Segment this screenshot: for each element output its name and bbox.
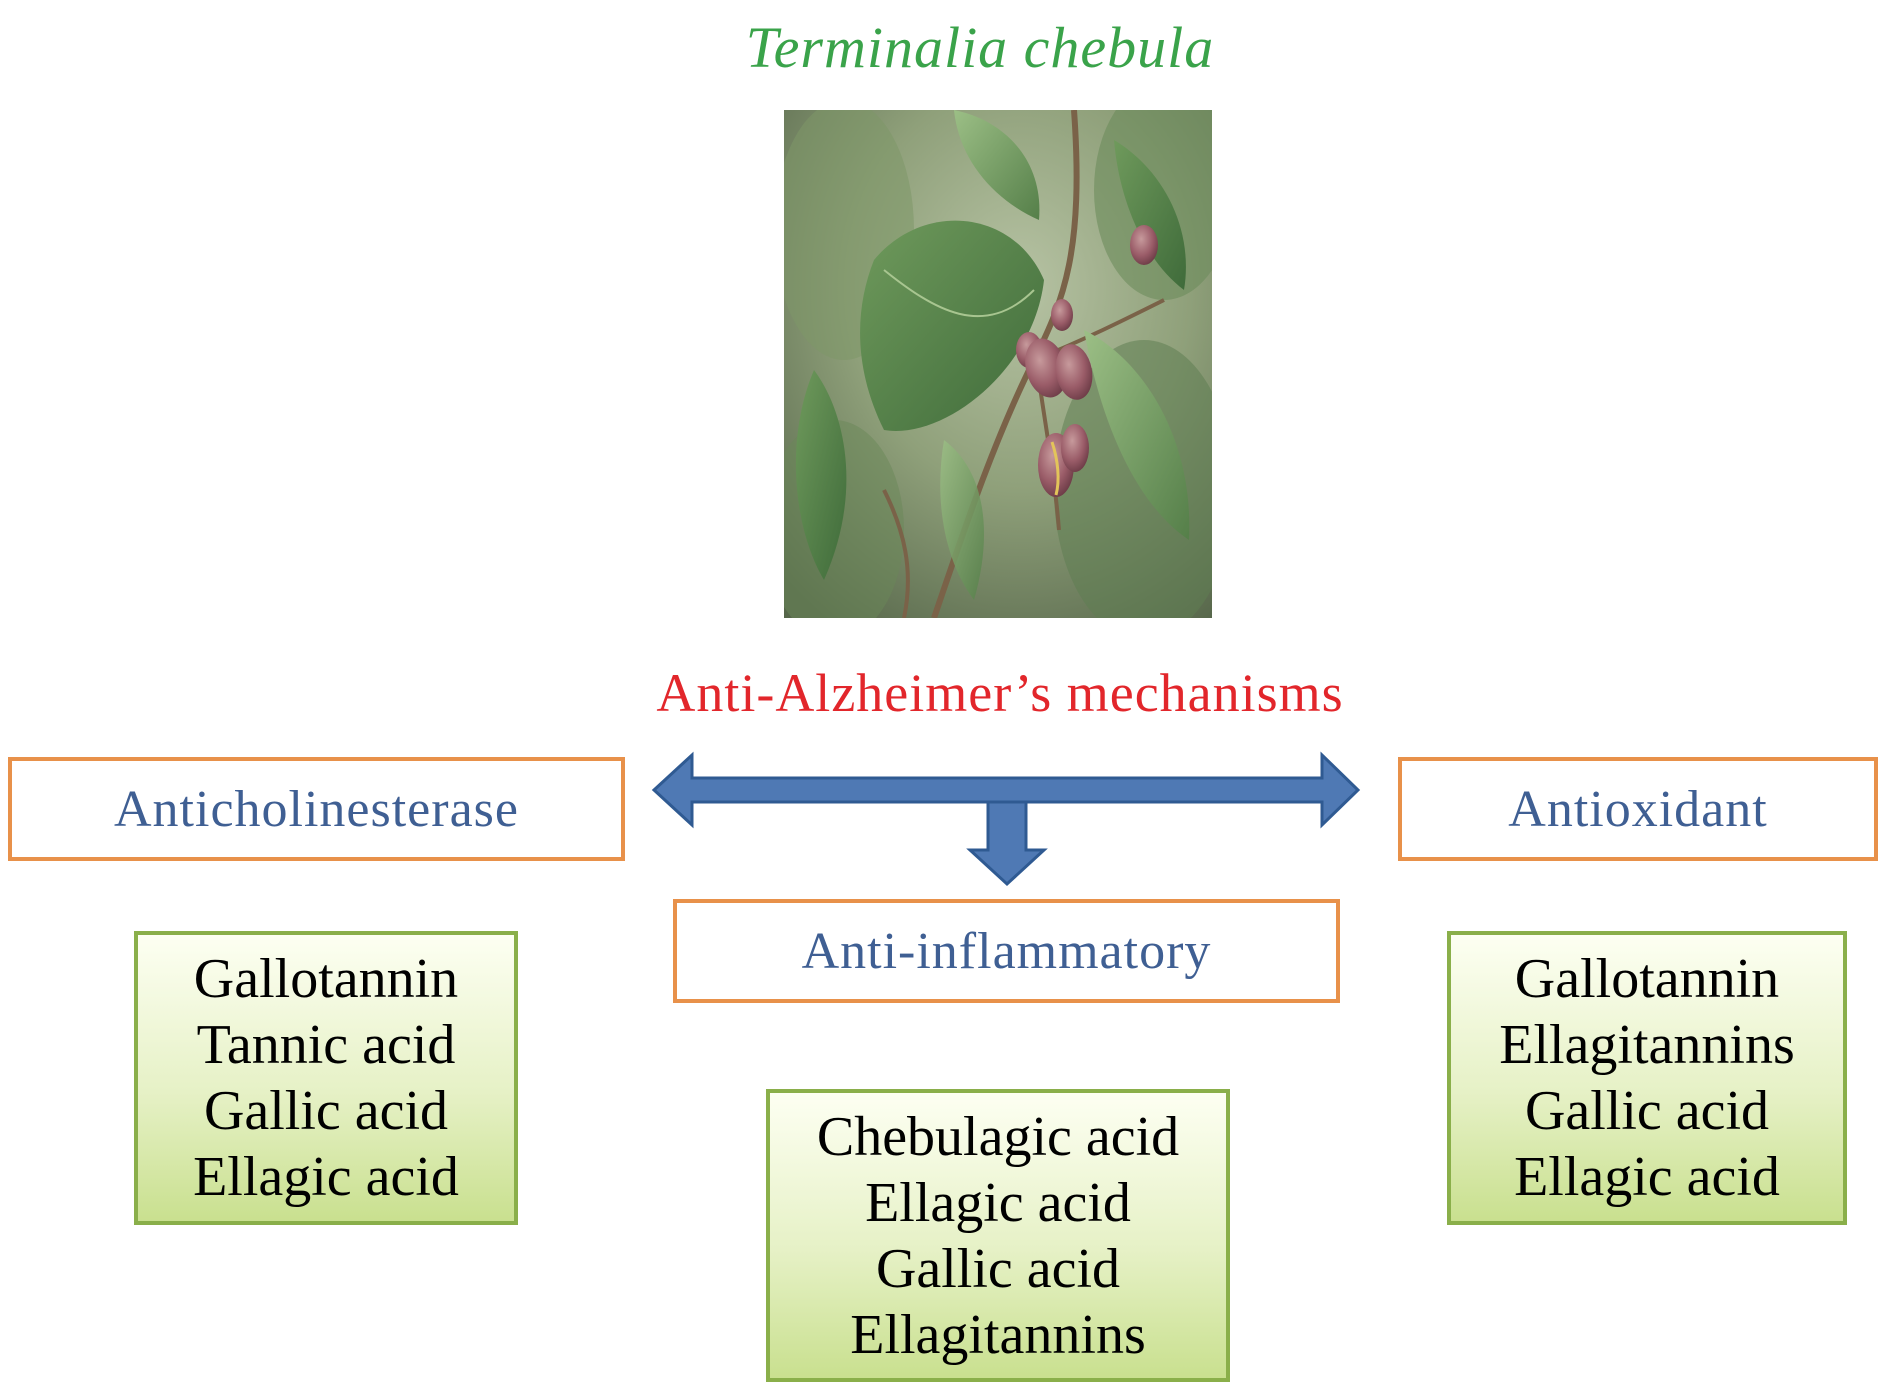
compound-item: Ellagitannins bbox=[850, 1303, 1146, 1366]
species-title: Terminalia chebula bbox=[745, 15, 1215, 80]
compound-item: Ellagic acid bbox=[865, 1171, 1131, 1234]
mechanism-label: Antioxidant bbox=[1508, 780, 1768, 838]
compound-item: Gallic acid bbox=[203, 1080, 449, 1142]
compound-item: Gallotannin bbox=[1514, 948, 1780, 1010]
mechanism-label: Anti-inflammatory bbox=[801, 922, 1212, 980]
double-arrow bbox=[651, 751, 1361, 829]
terminalia-chebula-plant-photo-icon bbox=[784, 110, 1212, 618]
compound-item: Ellagic acid bbox=[1514, 1146, 1780, 1208]
mechanism-box-anti-inflammatory: Anti-inflammatory bbox=[673, 899, 1340, 1003]
mechanism-box-anticholinesterase: Anticholinesterase bbox=[8, 757, 625, 861]
mechanism-box-antioxidant: Antioxidant bbox=[1398, 757, 1878, 861]
compound-item: Gallic acid bbox=[875, 1237, 1121, 1300]
compound-item: Ellagic acid bbox=[193, 1146, 459, 1208]
plant-photo bbox=[784, 110, 1212, 618]
compound-box-anticholinesterase: Gallotannin Tannic acid Gallic acid Ella… bbox=[134, 931, 518, 1225]
compound-item: Ellagitannins bbox=[1499, 1014, 1795, 1076]
down-arrow bbox=[966, 800, 1048, 887]
compound-item: Gallotannin bbox=[193, 948, 459, 1010]
mechanisms-heading: Anti-Alzheimer’s mechanisms bbox=[656, 663, 1344, 723]
mechanism-label: Anticholinesterase bbox=[114, 780, 519, 838]
compound-box-anti-inflammatory: Chebulagic acid Ellagic acid Gallic acid… bbox=[766, 1089, 1230, 1382]
compound-item: Gallic acid bbox=[1524, 1080, 1770, 1142]
compound-item: Chebulagic acid bbox=[816, 1105, 1180, 1168]
compound-box-antioxidant: Gallotannin Ellagitannins Gallic acid El… bbox=[1447, 931, 1847, 1225]
compound-item: Tannic acid bbox=[196, 1014, 456, 1076]
